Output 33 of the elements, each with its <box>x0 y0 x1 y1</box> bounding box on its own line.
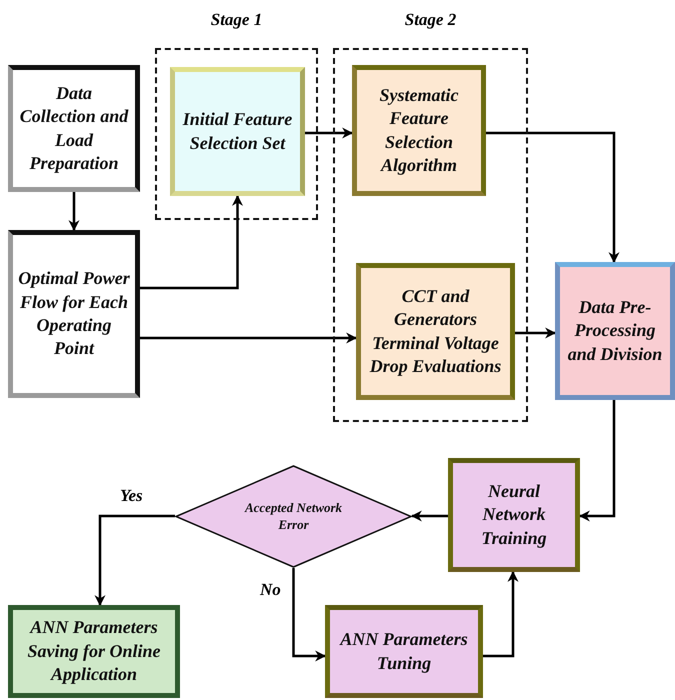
process-box <box>356 263 515 400</box>
arrow <box>483 570 518 658</box>
process-box <box>352 65 486 196</box>
process-box <box>8 230 140 398</box>
process-box <box>555 262 675 400</box>
box-text: Initial Feature Selection Set <box>182 108 294 154</box>
process-box <box>8 605 180 698</box>
process-box <box>170 67 305 196</box>
arrow <box>305 128 354 138</box>
box-text: Data Collection and Load Preparation <box>18 82 130 175</box>
arrow <box>140 332 358 344</box>
stage-heading: Stage 1 <box>210 10 264 30</box>
box-text: ANN Parameters Tuning <box>338 628 469 675</box>
process-box <box>325 605 483 698</box>
box-text: ANN Parameters Saving for Online Application <box>26 616 162 686</box>
arrow <box>578 400 616 522</box>
process-box <box>8 65 140 192</box>
arrow <box>486 132 620 264</box>
box-text: Systematic Feature Selection Algorithm <box>378 84 460 177</box>
arrow <box>410 510 448 522</box>
arrow <box>515 328 556 338</box>
box-text: Optimal Power Flow for Each Operating Point <box>17 267 131 360</box>
box-text: Data Pre-Processing and Division <box>566 296 664 366</box>
arrow <box>140 194 243 290</box>
process-box <box>448 458 580 572</box>
box-text: CCT and Generators Terminal Voltage Drop Evaluations <box>368 284 502 378</box>
arrow <box>292 568 326 662</box>
box-text: Neural Network Training <box>480 480 548 550</box>
decision-diamond <box>175 465 412 568</box>
box-text: Accepted Network Error <box>243 500 344 534</box>
arrow <box>68 192 80 232</box>
arrow <box>94 514 175 606</box>
stage-heading: Stage 2 <box>404 10 458 30</box>
